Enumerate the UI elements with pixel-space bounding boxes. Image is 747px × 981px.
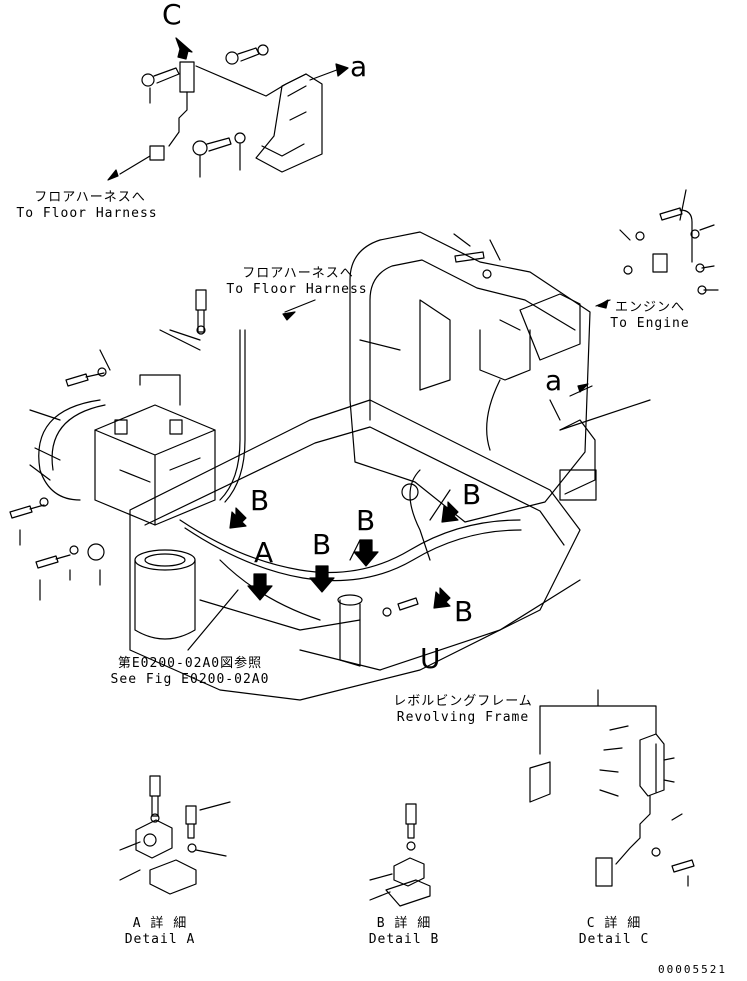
ground-strap (623, 207, 707, 295)
floor-harness-label-en-2: To Floor Harness (226, 282, 368, 297)
detail-a-label-en: Detail A (124, 932, 196, 947)
arrow-icon (309, 565, 335, 593)
callout-a-mid: A (254, 536, 274, 569)
callout-b-1: B (250, 484, 270, 517)
washer-icon (97, 367, 107, 377)
callout-u: U (420, 642, 441, 675)
callout-a-right: a (545, 364, 563, 397)
floor-harness-label-jp-2: フロアハーネスへ (242, 266, 354, 281)
detail-b-label-jp: B 詳 細 (376, 916, 432, 931)
floor-harness-label-en-1: To Floor Harness (16, 206, 158, 221)
main-assembly (9, 189, 719, 755)
engine-label-en: To Engine (610, 316, 690, 331)
arrow-icon (433, 587, 451, 609)
callout-c: C (162, 0, 182, 31)
detail-c-label-jp: C 詳 細 (586, 916, 642, 931)
arrow-c-icon (175, 37, 193, 60)
see-fig-label-jp: 第E0200-02A0図参照 (117, 656, 263, 671)
washer-icon (196, 325, 206, 335)
detail-a-drawing (119, 775, 231, 895)
bolt-icon (192, 137, 232, 178)
callout-a-top: a (350, 50, 368, 83)
washer-icon (482, 269, 492, 279)
washer-icon (382, 607, 392, 617)
bolt-icon (141, 67, 180, 104)
drawing-number: 00005521 (658, 963, 727, 976)
floor-harness-label-jp-1: フロアハーネスへ (34, 190, 146, 205)
revolving-frame-label-en: Revolving Frame (396, 710, 530, 725)
bolt-icon (195, 289, 207, 333)
detail-b-drawing (369, 803, 431, 907)
washer-icon (257, 44, 269, 56)
bolt-icon (9, 504, 45, 519)
washer-icon (39, 497, 49, 507)
revolving-frame-label-jp: レボルビングフレーム (393, 694, 533, 709)
washer-icon (69, 545, 79, 555)
bolt-icon (454, 251, 485, 263)
detail-c-drawing (529, 725, 695, 887)
bolt-icon (225, 47, 260, 65)
detail-a-label-jp: A 詳 細 (132, 916, 188, 931)
bolt-icon (397, 597, 419, 611)
detail-b-label-en: Detail B (368, 932, 440, 947)
callout-b-4: B (312, 528, 332, 561)
washer-icon (234, 132, 246, 144)
callout-b-5: B (454, 595, 474, 628)
arrow-icon (229, 507, 247, 529)
horn-icon (87, 543, 105, 561)
arrow-icon (353, 539, 379, 567)
detail-c-label-en: Detail C (578, 932, 650, 947)
arrow-icon (247, 573, 273, 601)
arrow-icon (441, 501, 459, 523)
bolt-icon (35, 554, 71, 569)
callout-b-3: B (356, 504, 376, 537)
callout-b-2: B (462, 478, 482, 511)
bolt-icon (65, 372, 105, 387)
see-fig-label-en: See Fig E0200-02A0 (110, 672, 270, 687)
engine-label-jp: エンジンへ (614, 300, 685, 315)
callout-arrows (229, 501, 459, 609)
detail-c-top-assembly (107, 37, 349, 181)
